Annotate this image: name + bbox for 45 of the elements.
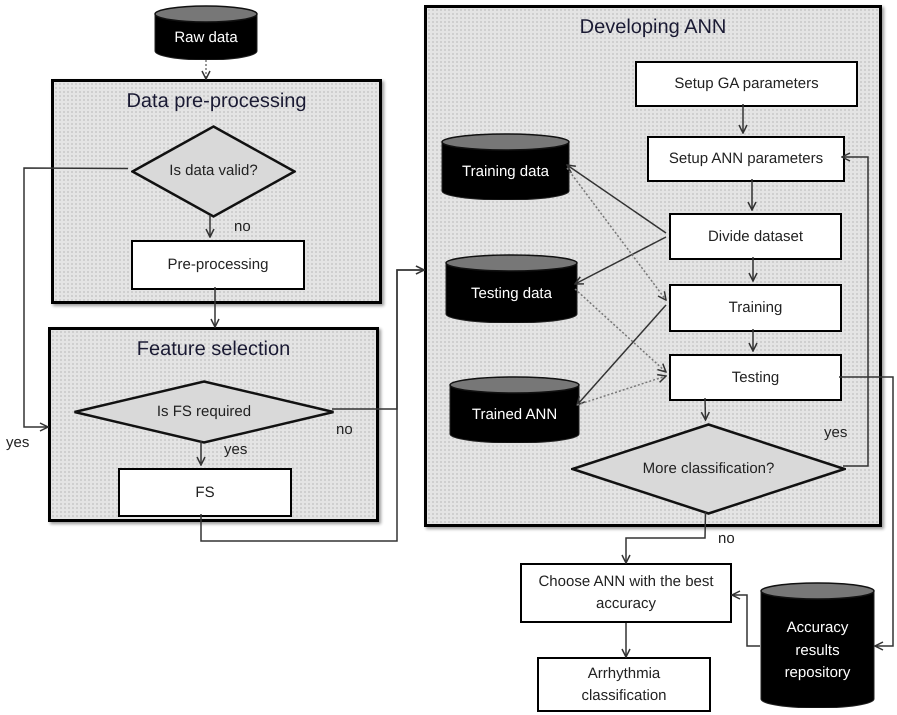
arrow <box>205 215 215 238</box>
arrow <box>841 152 869 467</box>
group-panel <box>51 79 382 304</box>
arrow <box>574 288 667 373</box>
edge-label: yes <box>223 441 248 460</box>
arrow <box>201 60 211 80</box>
process-box: Pre-processing <box>131 240 305 290</box>
process-box: Divide dataset <box>669 213 842 260</box>
edge-label: yes <box>823 424 848 443</box>
panel-title: Feature selection <box>136 337 292 362</box>
arrow <box>210 287 220 328</box>
arrow <box>748 329 758 352</box>
panel-title: Developing ANN <box>578 15 728 40</box>
arrow <box>738 104 748 134</box>
process-box: Setup GA parameters <box>635 61 858 107</box>
group-panel <box>424 5 882 527</box>
arrow <box>747 179 757 211</box>
arrow <box>621 623 631 658</box>
edge-label: no <box>717 530 736 549</box>
arrow <box>621 512 706 564</box>
process-box: Training <box>669 284 842 332</box>
process-box: Setup ANN parameters <box>647 136 845 182</box>
arrow <box>576 374 667 406</box>
arrow <box>23 167 128 432</box>
arrow <box>731 590 760 647</box>
process-box: Choose ANN with the best accuracy <box>520 563 732 623</box>
arrow <box>839 376 894 651</box>
arrow <box>748 257 758 282</box>
arrow <box>700 398 710 421</box>
edge-label: no <box>233 218 252 237</box>
arrow <box>574 236 666 285</box>
decision-diamond: Is FS required <box>73 380 335 444</box>
edge-label: no <box>335 421 354 440</box>
group-panel <box>48 327 379 522</box>
process-box: Testing <box>669 354 842 401</box>
panel-title: Data pre-processing <box>125 89 308 114</box>
arrow <box>566 168 667 301</box>
process-box: Arrhythmia classification <box>537 657 711 712</box>
edge-label: yes <box>5 434 30 453</box>
decision-diamond: Is data valid? <box>131 125 296 218</box>
arrow <box>576 304 667 406</box>
arrow <box>566 164 666 234</box>
arrow <box>200 265 425 542</box>
process-box: FS <box>118 468 292 517</box>
arrow <box>196 441 206 466</box>
